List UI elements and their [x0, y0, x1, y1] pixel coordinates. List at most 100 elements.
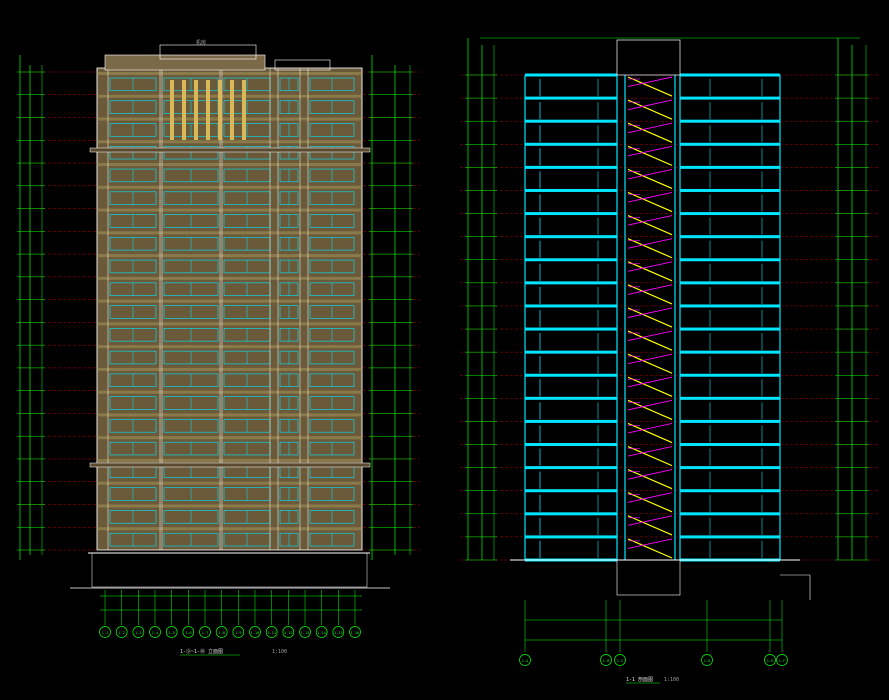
- elevation-floor-band: [97, 367, 362, 371]
- section-stair-flight: [627, 168, 673, 180]
- elevation-axis-bubble: [265, 626, 278, 638]
- section-floor-slab: [525, 142, 617, 146]
- elevation-floor-band: [97, 322, 362, 326]
- elevation-axis-label: 1-6: [185, 631, 192, 635]
- section-stair-flight: [627, 330, 673, 351]
- section-floor-slab: [680, 281, 780, 285]
- section-floor-slab: [525, 466, 617, 470]
- section-floor-slab: [680, 96, 780, 100]
- section-floor-slab: [680, 466, 780, 470]
- section-stair-flight: [627, 376, 673, 388]
- section-stair-flight: [627, 191, 673, 213]
- section-floor-slab: [525, 396, 617, 400]
- section-axis-bubble: [776, 654, 788, 666]
- elevation-axis-bubble: [149, 626, 161, 638]
- elevation-axis-label: 1-13: [301, 631, 310, 635]
- section-stair-flight: [627, 422, 673, 444]
- section-axis-bubble: [701, 654, 713, 666]
- section-axis-bubble: [614, 654, 626, 666]
- section-floor-slab: [525, 212, 617, 216]
- section-stair-flight: [627, 145, 673, 157]
- section-stair-flight: [627, 399, 673, 411]
- elevation-floor-band: [97, 72, 362, 75]
- elevation-axis-bubble: [182, 626, 195, 638]
- section-stair-flight: [627, 122, 673, 143]
- section-stair-flight: [627, 168, 673, 190]
- section-stair-flight: [627, 261, 673, 282]
- section-stair-roof-box: [616, 39, 681, 76]
- section-stair-flight: [627, 215, 673, 236]
- elevation-base: [91, 552, 368, 588]
- elevation-roof-ornament: [206, 80, 210, 140]
- elevation-axis-label: 1-10: [251, 631, 260, 635]
- section-floor-slab: [525, 419, 617, 423]
- section-axis-bubble: [764, 654, 776, 666]
- section-floor-slab: [525, 119, 617, 123]
- elevation-axis-label: 1-2: [118, 631, 125, 635]
- section-stair-flight: [627, 76, 673, 87]
- elevation-roof-ornament: [230, 80, 234, 140]
- section-axis-bubble: [519, 654, 531, 666]
- section-stair-flight: [627, 215, 673, 226]
- section-floor-slab: [680, 327, 780, 331]
- elevation-stair-roof: [274, 59, 331, 71]
- elevation-axis-label: 1-11: [267, 631, 276, 635]
- section-stair-flight: [627, 399, 673, 420]
- section-stair-flight: [627, 446, 673, 457]
- section-floor-slab: [525, 235, 617, 239]
- elevation-parapet: [104, 54, 266, 71]
- elevation-axis-label: 1-1: [102, 631, 109, 635]
- section-stair-flight: [627, 261, 673, 272]
- elevation-roof-ornament: [242, 80, 246, 140]
- elevation-axis-bubble: [332, 626, 345, 638]
- section-floor-slab: [680, 188, 780, 192]
- section-floor-slab: [680, 235, 780, 239]
- section-floor-slab: [680, 396, 780, 400]
- section-floor-slab: [680, 443, 780, 447]
- elevation-floor-band: [97, 117, 362, 121]
- section-floor-slab: [525, 73, 617, 77]
- elevation-floor-band: [97, 345, 362, 349]
- section-stair-flight: [627, 376, 673, 397]
- section-axis-label: 1-F: [779, 659, 786, 663]
- section-floor-slab: [525, 512, 617, 516]
- section-stair-flight: [627, 122, 673, 134]
- elevation-roof-machine-room: [159, 44, 257, 60]
- section-axis-label: 1-D: [704, 659, 711, 663]
- elevation-floor-band: [97, 527, 362, 531]
- elevation-floor-band: [97, 185, 362, 189]
- section-floor-slab: [680, 512, 780, 516]
- elevation-axis-bubble: [315, 626, 328, 638]
- section-stair-flight: [627, 515, 673, 536]
- elevation-axis-bubble: [299, 626, 311, 638]
- elevation-roof-ornament: [218, 80, 222, 140]
- section-floor-slab: [525, 165, 617, 169]
- elevation-floor-band: [97, 390, 362, 394]
- section-stair-flight: [627, 445, 673, 467]
- section-axis-bubble: [600, 654, 612, 666]
- elevation-floor-band: [97, 94, 362, 98]
- section-floor-slab: [525, 281, 617, 285]
- section-stair-flight: [627, 284, 673, 295]
- section-pit: [616, 559, 681, 596]
- elevation-floor-band: [97, 231, 362, 235]
- section-stair-flight: [627, 307, 673, 318]
- elevation-axis-bubble: [199, 626, 211, 638]
- elevation-axis-bubble: [349, 626, 361, 638]
- elevation-belt-course: [89, 462, 371, 468]
- section-floor-slab: [525, 304, 617, 308]
- section-floor-slab: [525, 350, 617, 354]
- elevation-axis-label: 1-5: [168, 631, 175, 635]
- elevation-axis-label: 1-3: [135, 631, 142, 635]
- section-floor-slab: [525, 373, 617, 377]
- elevation-axis-bubble: [215, 626, 228, 638]
- elevation-axis-bubble: [232, 626, 245, 638]
- elevation-axis-label: 1-14: [317, 631, 326, 635]
- section-floor-slab: [680, 73, 780, 77]
- elevation-axis-bubble: [165, 626, 178, 638]
- section-stair-flight: [627, 99, 673, 120]
- section-axis-label: 1-E: [767, 659, 774, 663]
- section-stair-flight: [627, 469, 673, 490]
